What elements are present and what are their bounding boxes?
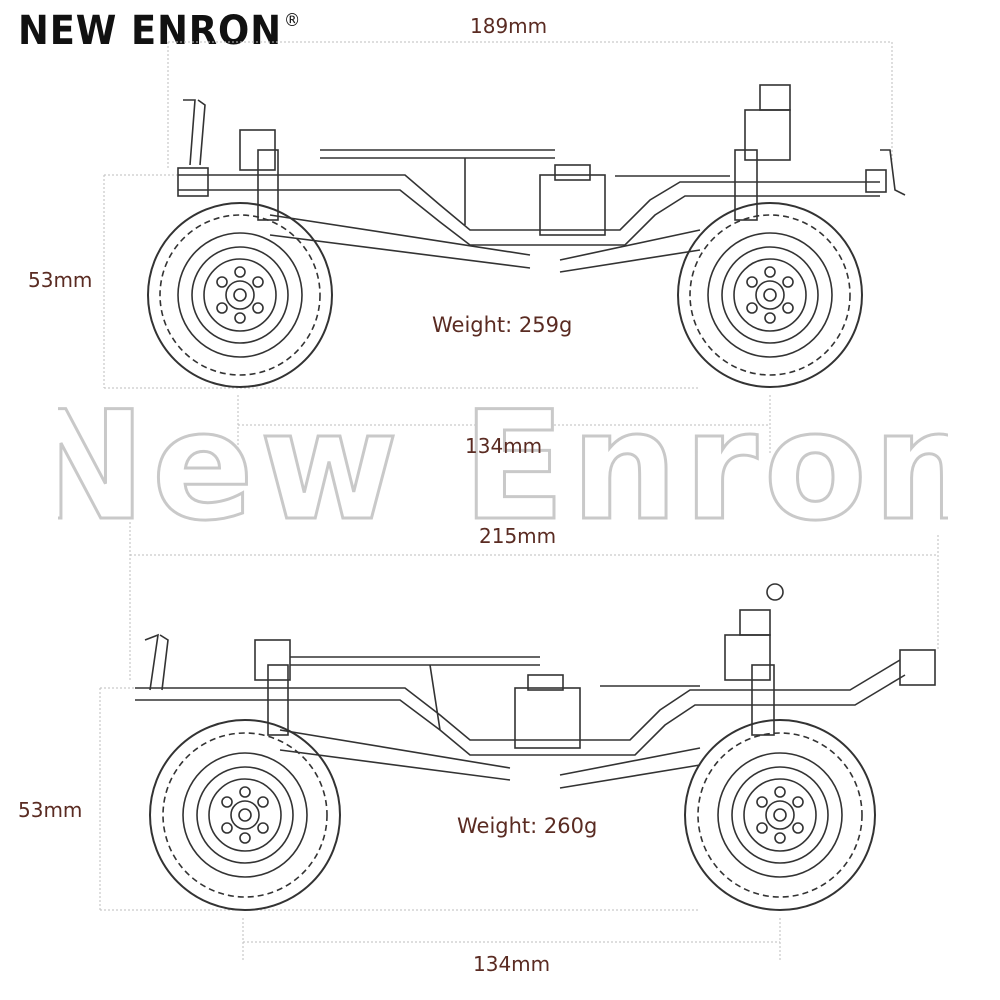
logo-text: NEW ENRON	[18, 8, 282, 54]
bottom-wheelbase-label: 134mm	[473, 952, 551, 976]
top-weight-label: Weight: 259g	[432, 313, 573, 337]
registered-mark: ®	[283, 10, 302, 31]
top-frame-rails	[177, 149, 887, 246]
bottom-front-shock-tower	[724, 583, 784, 736]
top-rear-wheel	[147, 202, 333, 388]
top-wheelbase-label: 134mm	[465, 434, 543, 458]
bottom-height-label: 53mm	[18, 798, 83, 822]
bottom-rear-wheel	[149, 719, 341, 911]
bottom-suspension-links	[279, 729, 701, 789]
top-front-wheel	[677, 202, 863, 388]
watermark-logo: New Enron	[58, 393, 948, 543]
bottom-chassis-illustration	[135, 583, 936, 911]
bottom-rear-shock-tower	[144, 633, 291, 736]
bottom-dimension-lines	[99, 522, 939, 960]
bottom-length-label: 215mm	[479, 524, 557, 548]
bottom-frame-rails	[135, 649, 936, 756]
top-length-label: 189mm	[470, 14, 548, 38]
watermark-text: New Enron	[58, 393, 948, 543]
top-rear-shock-tower	[183, 99, 279, 221]
top-front-shock-tower	[734, 84, 906, 221]
brand-logo: NEW ENRON®	[18, 8, 301, 54]
bottom-front-wheel	[684, 719, 876, 911]
top-suspension-links	[269, 214, 701, 273]
bottom-weight-label: Weight: 260g	[457, 814, 598, 838]
top-height-label: 53mm	[28, 268, 93, 292]
top-chassis-illustration	[147, 84, 906, 388]
